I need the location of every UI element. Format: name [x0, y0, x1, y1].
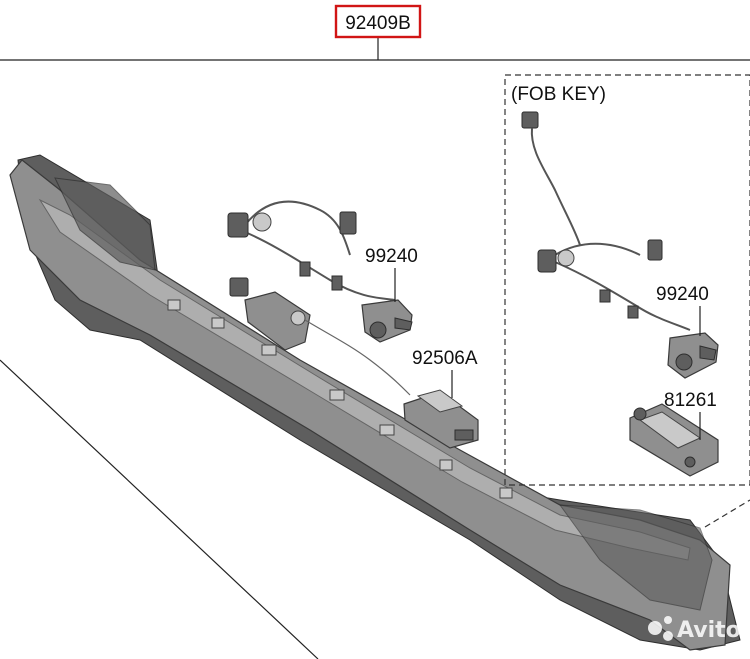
fob-key-inset-label: (FOB KEY) — [511, 84, 606, 105]
fob-key-inset-box — [504, 74, 750, 486]
diagonal-frame-line — [0, 359, 319, 659]
garnish-assembly[interactable] — [9, 154, 741, 651]
title-part-number[interactable]: 92409B — [345, 13, 411, 34]
fob-harness[interactable] — [521, 111, 691, 331]
camera-harness[interactable] — [227, 200, 396, 301]
label-license-lamp[interactable]: 92506A — [412, 348, 478, 369]
watermark-dots-icon — [648, 621, 662, 635]
fob-bracket[interactable] — [629, 403, 719, 477]
main-camera[interactable] — [361, 299, 413, 343]
label-main-camera[interactable]: 99240 — [365, 246, 418, 267]
fob-camera[interactable] — [667, 332, 719, 379]
license-lamp[interactable] — [403, 389, 479, 449]
fob-key-inset-connector — [704, 499, 750, 528]
lamp-harness[interactable] — [229, 277, 411, 396]
label-fob-camera[interactable]: 99240 — [656, 284, 709, 305]
watermark: Avito — [648, 616, 741, 643]
label-fob-bracket[interactable]: 81261 — [664, 390, 717, 411]
watermark-text: Avito — [677, 618, 741, 643]
title-highlight-box — [334, 4, 422, 39]
